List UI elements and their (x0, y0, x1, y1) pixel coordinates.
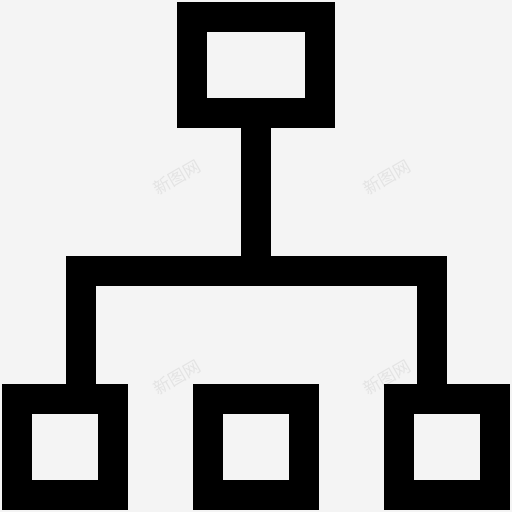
center-node-box (193, 384, 319, 510)
left-node-box (2, 384, 128, 510)
top-node-box (177, 2, 335, 128)
right-drop-connector (417, 256, 447, 385)
right-node-box (384, 384, 510, 510)
stem-connector (241, 128, 271, 257)
watermark: 新图网 (360, 157, 414, 200)
horizontal-connector (66, 256, 447, 286)
connector-lines (66, 128, 447, 385)
left-drop-connector (66, 256, 96, 385)
watermark: 新图网 (150, 157, 204, 200)
